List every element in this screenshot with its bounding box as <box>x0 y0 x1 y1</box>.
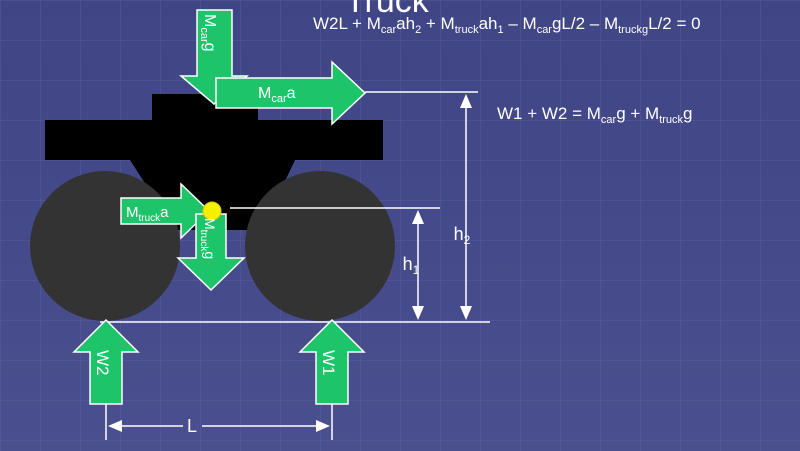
truck-accel-label: Mtrucka <box>126 204 169 224</box>
car-accel-label: Mcara <box>258 85 296 105</box>
equation-term: L/2 = 0 <box>648 14 701 33</box>
slide-title: Truck <box>345 0 429 20</box>
w1-arrow <box>298 318 366 405</box>
car-accel-arrow <box>215 60 367 126</box>
truck-accel-arrow <box>120 182 211 240</box>
equation-term: ah <box>396 14 416 33</box>
w1-label: W1 <box>319 350 338 376</box>
h1-label: h1 <box>403 254 420 277</box>
equation-term: – M <box>503 14 537 33</box>
l-arrowhead-right <box>316 420 330 432</box>
w2-label: W2 <box>93 350 112 376</box>
equation-term: g + M <box>616 104 660 123</box>
truck-weight-arrow <box>176 213 246 292</box>
equation-subscript: car <box>600 114 617 126</box>
l-label: L <box>187 416 197 436</box>
car-weight-label: Mcarg <box>198 14 218 52</box>
truck-weight-label: Mtruckg <box>198 218 218 259</box>
equation-term: gL/2 – M <box>551 14 619 33</box>
equation-term: ah <box>478 14 498 33</box>
l-arrowhead-left <box>108 420 122 432</box>
equation-term: + M <box>421 14 455 33</box>
equation-subscript: 2 <box>415 24 422 36</box>
h2-arrowhead-top <box>460 94 472 108</box>
truck-bed <box>45 120 383 160</box>
front-wheel <box>245 171 395 321</box>
equation-subscript: car <box>536 24 552 36</box>
force-equation: W1 + W2 = Mcarg + Mtruckg <box>497 104 693 126</box>
moment-equation: W2L + Mcarah2 + Mtruckah1 – McargL/2 – M… <box>313 14 701 36</box>
h1-arrowhead-bottom <box>412 306 424 320</box>
h2-arrowhead-bottom <box>460 306 472 320</box>
equation-term: W2L + M <box>313 14 381 33</box>
equation-subscript: truckg <box>618 24 649 36</box>
center-of-gravity-marker <box>202 201 222 221</box>
equation-subscript: car <box>380 24 397 36</box>
h1-arrowhead-top <box>412 210 424 224</box>
equation-subscript: 1 <box>497 24 504 36</box>
rear-wheel <box>30 171 180 321</box>
equation-term: W1 + W2 = M <box>497 104 601 123</box>
equation-subscript: truck <box>454 24 479 36</box>
h2-label: h2 <box>454 224 471 247</box>
w2-arrow <box>72 318 140 405</box>
equation-term: g <box>683 104 693 123</box>
equation-subscript: truck <box>659 114 684 126</box>
